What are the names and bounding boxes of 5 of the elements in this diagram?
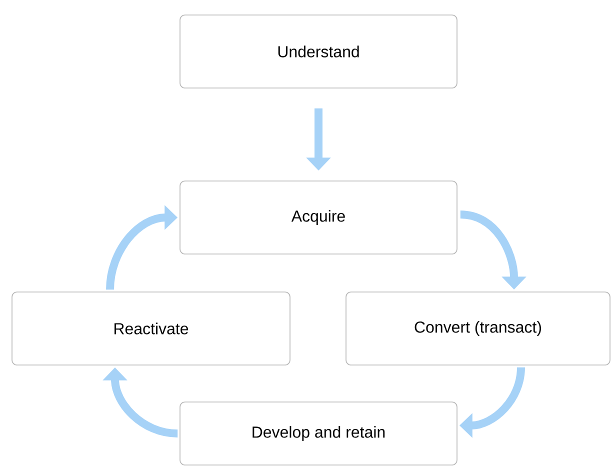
process-box: Develop and retain [180,402,458,466]
process-box: Understand [180,14,458,88]
process-box: Convert (transact) [346,292,610,366]
process-box: Acquire [180,180,458,254]
process-box: Reactivate [12,292,290,366]
